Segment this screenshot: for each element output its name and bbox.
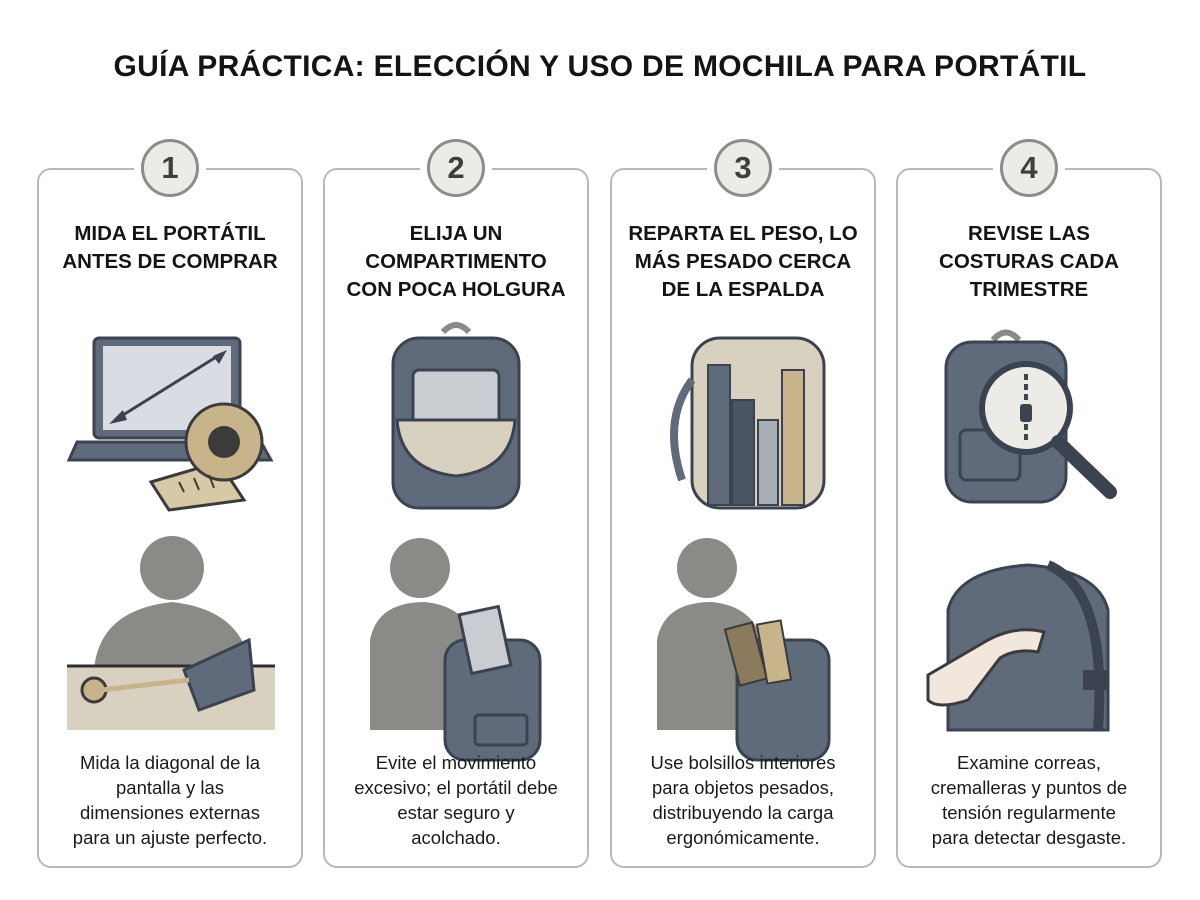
- step-2-illustration: [370, 322, 542, 762]
- step-card-4: REVISE LAS COSTURAS CADA TRIMESTRE Exami…: [896, 168, 1162, 868]
- step-heading: MIDA EL PORTÁTIL ANTES DE COMPRAR: [62, 222, 278, 273]
- step-heading: ELIJA UN COMPARTIMENTO CON POCA HOLGURA: [346, 222, 566, 301]
- step-heading: REVISE LAS COSTURAS CADA TRIMESTRE: [939, 222, 1119, 301]
- step-card-2: ELIJA UN COMPARTIMENTO CON POCA HOLGURA …: [323, 168, 589, 868]
- step-description: Mida la diagonal de la pantalla y las di…: [72, 752, 268, 848]
- step-number-badge: 2: [427, 139, 485, 197]
- step-4-illustration: [926, 329, 1117, 732]
- step-3-illustration: [657, 336, 831, 762]
- person-packing-books-icon: [657, 538, 831, 762]
- tape-measure-icon: [148, 402, 264, 512]
- step-heading: REPARTA EL PESO, LO MÁS PESADO CERCA DE …: [628, 222, 858, 301]
- open-backpack-icon: [391, 322, 521, 510]
- step-card-1: MIDA EL PORTÁTIL ANTES DE COMPRAR: [37, 168, 303, 868]
- step-description: Evite el movimiento excesivo; el portáti…: [354, 752, 558, 848]
- step-description: Use bolsillos interiores para objetos pe…: [650, 752, 836, 848]
- backpack-magnifier-icon: [944, 329, 1117, 504]
- step-card-3: REPARTA EL PESO, LO MÁS PESADO CERCA DE …: [610, 168, 876, 868]
- packed-backpack-icon: [670, 336, 826, 510]
- step-number-badge: 3: [714, 139, 772, 197]
- step-number-badge: 1: [141, 139, 199, 197]
- hand-checking-strap-icon: [926, 560, 1110, 732]
- step-number-badge: 4: [1000, 139, 1058, 197]
- person-measuring-laptop-icon: [67, 536, 275, 730]
- step-description: Examine correas, cremalleras y puntos de…: [930, 752, 1128, 848]
- step-1-illustration: [66, 336, 275, 730]
- page-title: GUÍA PRÁCTICA: ELECCIÓN Y USO DE MOCHILA…: [113, 50, 1087, 83]
- person-inserting-laptop-icon: [370, 538, 542, 762]
